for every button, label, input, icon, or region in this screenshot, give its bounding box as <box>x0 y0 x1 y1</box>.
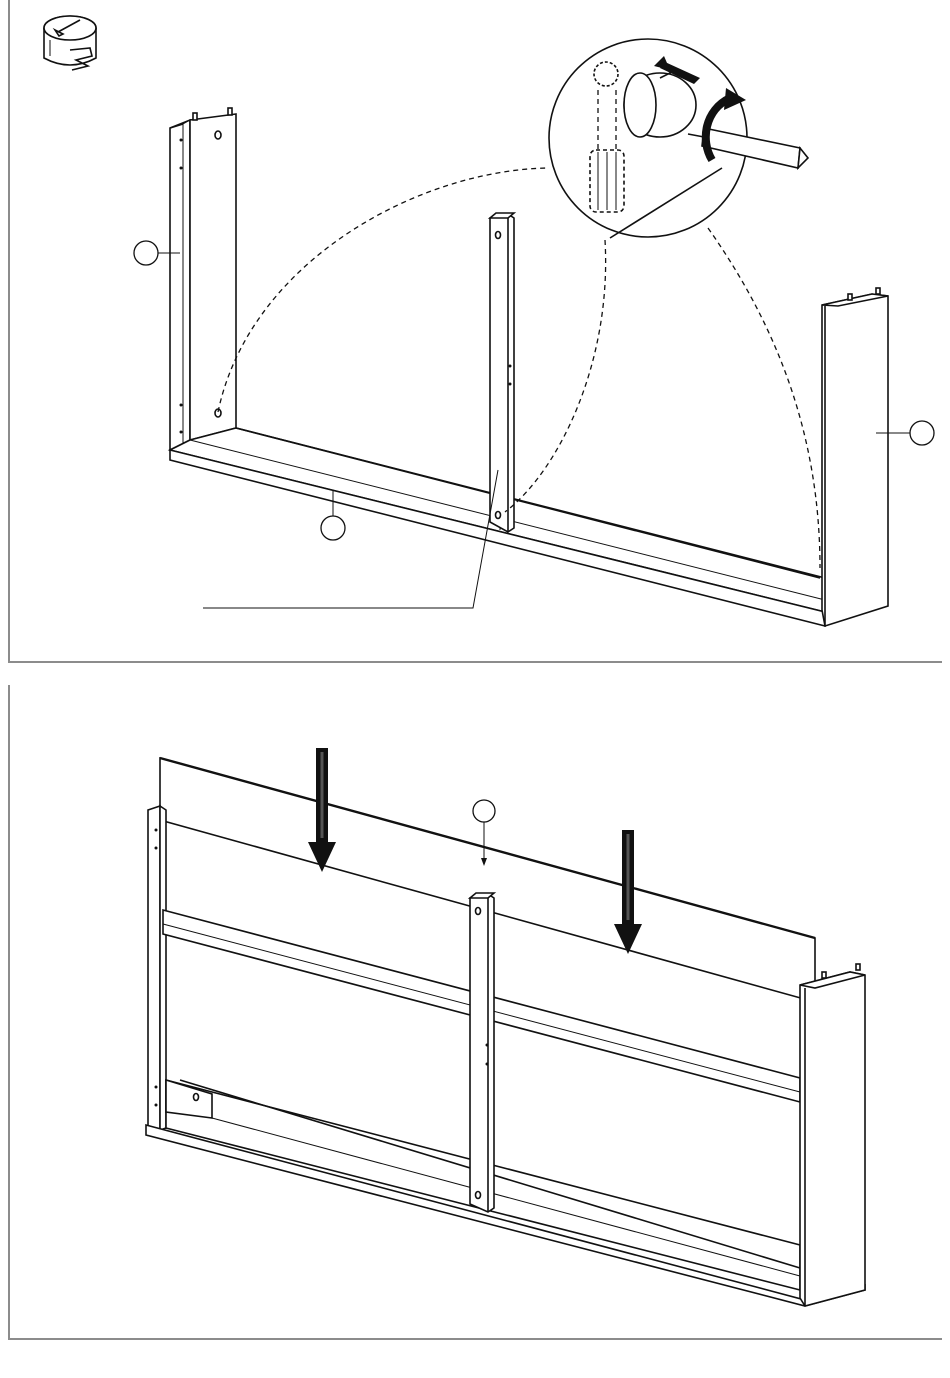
detail-callout-arc-center <box>505 240 606 512</box>
cam-lock-tighten-detail <box>549 39 808 238</box>
detail-callout-arc-right <box>708 228 820 568</box>
right-side-panel <box>822 288 888 626</box>
cam-lock-fitting-icon <box>44 16 96 70</box>
left-side-panel <box>170 108 236 450</box>
middle-post <box>490 213 514 532</box>
